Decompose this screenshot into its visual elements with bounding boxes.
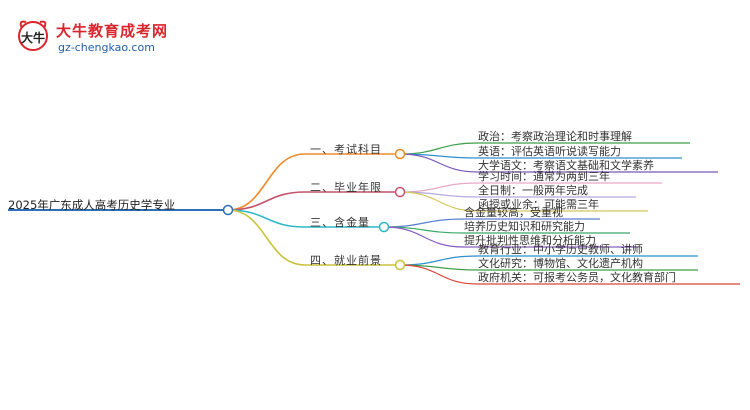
edge-branch-3-leaf-0 bbox=[399, 255, 479, 266]
leaf-politics: 政治：考察政治理论和时事理解 bbox=[478, 130, 632, 143]
branch-label-exam-subjects: 一、考试科目 bbox=[310, 143, 382, 156]
edge-branch-1-leaf-2 bbox=[399, 191, 479, 212]
bull-logo-icon: 大牛 bbox=[18, 20, 48, 51]
branch-node-1 bbox=[394, 186, 406, 198]
branch-label-career: 四、就业前景 bbox=[310, 254, 382, 267]
branch-node-3 bbox=[394, 259, 406, 271]
leaf-government: 政府机关：可报考公务员，文化教育部门 bbox=[478, 271, 676, 284]
root-node bbox=[222, 204, 234, 216]
branch-label-value: 三、含金量 bbox=[310, 216, 370, 229]
leaf-value-high: 含金量较高，受重视 bbox=[464, 206, 563, 219]
logo-title: 大牛教育成考网 bbox=[56, 22, 169, 40]
root-node-label: 2025年广东成人高考历史学专业 bbox=[8, 198, 176, 212]
edge-root-branch-0 bbox=[227, 153, 306, 211]
edge-branch-0-leaf-0 bbox=[399, 142, 479, 155]
leaf-research: 培养历史知识和研究能力 bbox=[464, 220, 585, 233]
edge-branch-3-leaf-2 bbox=[399, 264, 479, 285]
edge-branch-0-leaf-2 bbox=[399, 153, 479, 173]
leaf-culture: 文化研究：博物馆、文化遗产机构 bbox=[478, 257, 643, 270]
leaf-english: 英语：评估英语听说读写能力 bbox=[478, 145, 621, 158]
leaf-critical-thinking: 提升批判性思维和分析能力 bbox=[464, 234, 596, 247]
edge-root-branch-3 bbox=[227, 209, 306, 266]
logo-mark-text: 大牛 bbox=[21, 30, 45, 45]
mindmap-nodes bbox=[222, 148, 406, 271]
leaf-part-time: 函授或业余：可能需三年 bbox=[478, 198, 599, 211]
logo: 大牛 大牛教育成考网 gz-chengkao.com bbox=[14, 16, 184, 60]
mindmap-edges bbox=[8, 142, 740, 285]
leaf-education: 教育行业：中小学历史教师、讲师 bbox=[478, 243, 643, 256]
edge-branch-2-leaf-2 bbox=[383, 226, 465, 248]
leaf-study-time: 学习时间：通常为两到三年 bbox=[478, 170, 610, 183]
branch-node-2 bbox=[378, 221, 390, 233]
branch-node-0 bbox=[394, 148, 406, 160]
edge-branch-2-leaf-0 bbox=[383, 218, 465, 228]
leaf-chinese: 大学语文：考察语文基础和文学素养 bbox=[478, 159, 654, 172]
leaf-full-time: 全日制：一般两年完成 bbox=[478, 184, 588, 197]
edge-root-branch-1 bbox=[227, 191, 306, 211]
edge-branch-1-leaf-0 bbox=[399, 182, 479, 193]
logo-url: gz-chengkao.com bbox=[58, 41, 155, 54]
edge-root-branch-2 bbox=[227, 209, 306, 228]
branch-label-graduation-years: 二、毕业年限 bbox=[310, 181, 382, 194]
